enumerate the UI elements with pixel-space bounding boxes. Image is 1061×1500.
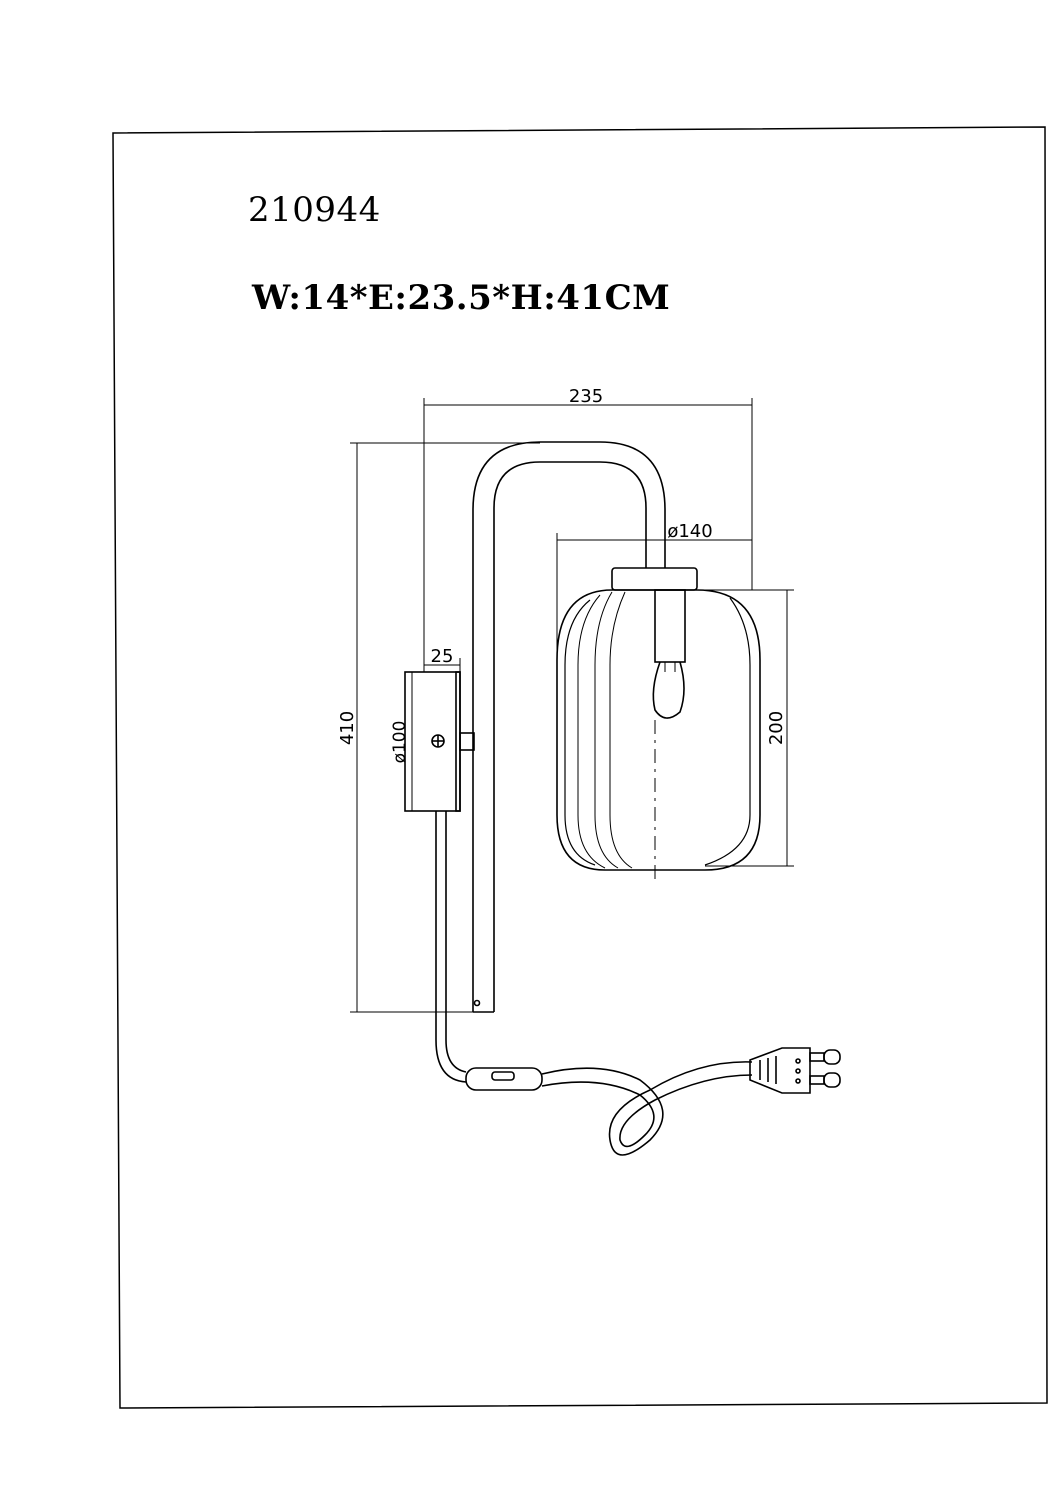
- dimension-lines: [350, 398, 794, 1013]
- model-number: 210944: [248, 190, 381, 230]
- dimension-plate-depth-label: 25: [431, 646, 454, 667]
- dimension-plate-diameter-label: ø100: [390, 721, 410, 764]
- lamp-drawing: [404, 441, 841, 1156]
- lamp-arm: [472, 441, 666, 1012]
- sheet-border: [112, 126, 1048, 1409]
- plug: [749, 1047, 811, 1094]
- dimension-shade-height-label: 200: [766, 711, 787, 745]
- overall-dimensions: W:14*E:23.5*H:41CM: [252, 278, 671, 318]
- power-cable: [435, 811, 467, 1083]
- inline-switch: [465, 1067, 543, 1091]
- bulb: [652, 661, 685, 719]
- socket-cap: [611, 567, 698, 591]
- glass-shade: [556, 589, 761, 871]
- dimension-height-label: 410: [337, 711, 358, 745]
- dimension-shade-diameter-label: ø140: [667, 521, 712, 542]
- dimension-projection-label: 235: [569, 386, 603, 407]
